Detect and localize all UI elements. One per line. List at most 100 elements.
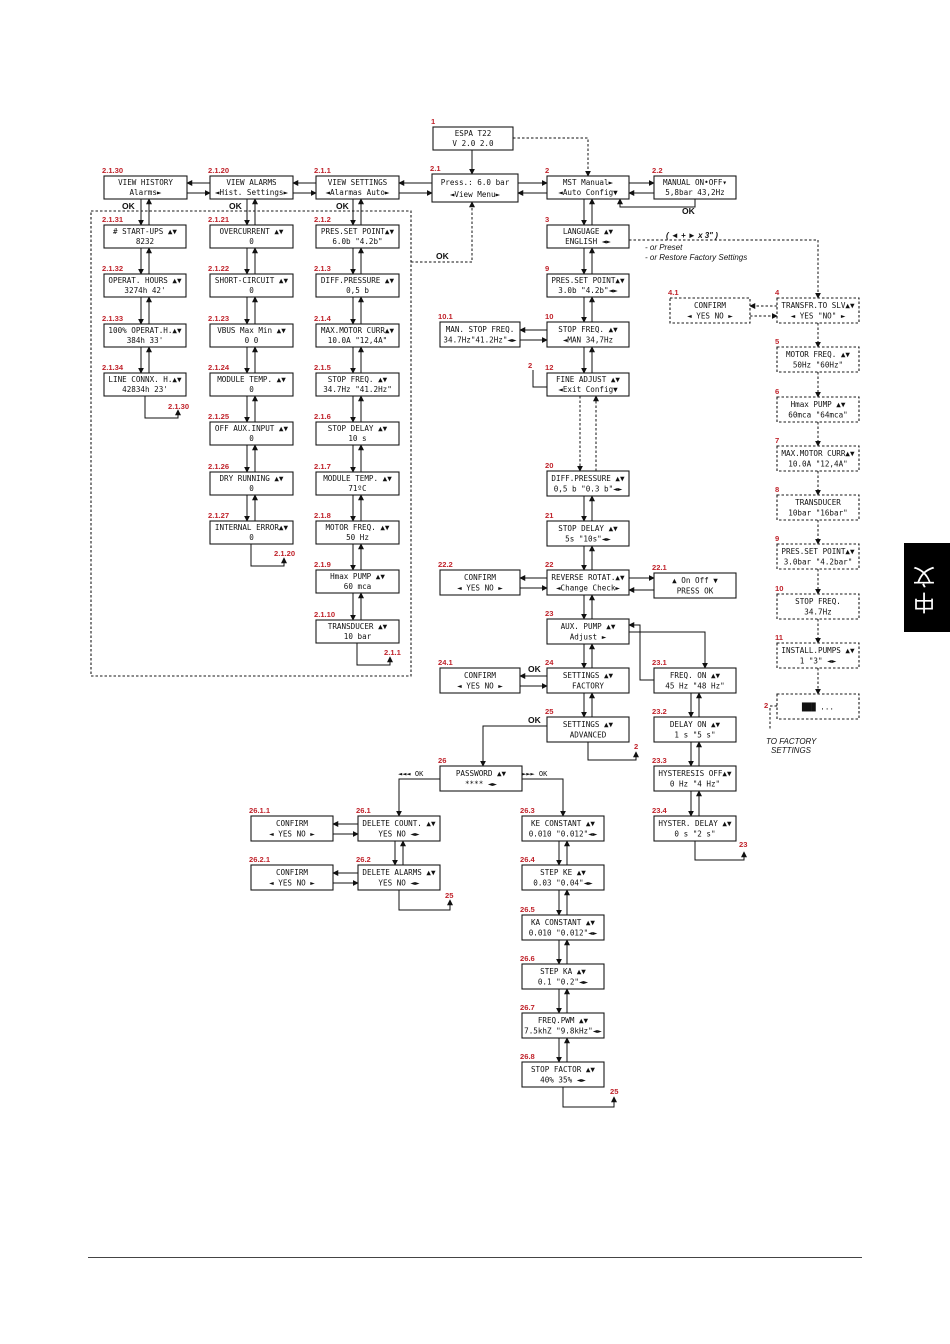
- menu-line-2: Adjust ►: [570, 633, 607, 642]
- menu-number-label: 26.7: [520, 1003, 535, 1012]
- menu-box-frame: [250, 864, 334, 891]
- menu-line-2: 0: [249, 237, 254, 246]
- menu-line-2: ◄Hist. Settings►: [215, 188, 289, 197]
- menu-line-1: FREQ. ON ▲▼: [670, 671, 721, 680]
- menu-line-1: MST Manual►: [563, 178, 614, 187]
- menu-line-1: PRES.SET POINT▲▼: [781, 547, 855, 556]
- menu-box-frame: [209, 224, 294, 249]
- menu-line-1: Press.: 6.0 bar: [441, 178, 510, 187]
- menu-box-frame: [103, 224, 187, 249]
- menu-line-1: VBUS Max Min ▲▼: [217, 326, 286, 335]
- wizard-box-w12: ███ ...: [776, 693, 860, 720]
- menu-line-1: SETTINGS ▲▼: [563, 671, 614, 680]
- view-menu-enclosure: [90, 210, 412, 677]
- loop-ref-label: 2.1.20: [274, 549, 295, 558]
- menu-line-2: 60mca "64mca": [788, 411, 847, 420]
- ok-label: OK: [336, 201, 350, 211]
- menu-box-b2131: 2.1.31# START-UPS ▲▼8232: [102, 215, 187, 249]
- menu-line-1: MAN. STOP FREQ.: [446, 325, 515, 334]
- menu-number-label: 26.2.1: [249, 855, 271, 864]
- menu-box-frame: [209, 323, 294, 348]
- menu-line-2: 5s "10s"◄►: [565, 535, 611, 544]
- menu-line-1: DELETE COUNT. ▲▼: [362, 819, 436, 828]
- menu-box-frame: [653, 572, 737, 599]
- menu-line-2: 0: [249, 286, 254, 295]
- menu-box-frame: [521, 963, 605, 990]
- menu-line-2: ADVANCED: [570, 731, 607, 740]
- menu-line-2: 1 "3" ◄►: [800, 657, 837, 666]
- menu-line-2: 0,5 b "0.3 b"◄►: [554, 485, 623, 494]
- menu-line-2: V 2.0 2.0: [452, 139, 494, 148]
- menu-box-frame: [439, 667, 521, 694]
- menu-line-2: ◄Alarmas Auto►: [325, 188, 389, 197]
- menu-number-label: 10: [545, 312, 553, 321]
- menu-line-1: # START-UPS ▲▼: [113, 227, 177, 236]
- language-tab: 中文: [904, 543, 950, 632]
- menu-number-label: 5: [775, 337, 780, 346]
- menu-box-frame: [209, 520, 294, 545]
- connector-arrow: [522, 778, 566, 817]
- menu-box-frame: [250, 815, 334, 842]
- menu-number-label: 2.1.21: [208, 215, 230, 224]
- menu-line-1: FREQ.PWM ▲▼: [538, 1016, 589, 1025]
- menu-line-1: KA CONSTANT ▲▼: [531, 918, 595, 927]
- menu-line-1: Hmax PUMP ▲▼: [791, 400, 846, 409]
- menu-number-label: 2.1.23: [208, 314, 229, 323]
- ok-label: OK: [682, 206, 696, 216]
- menu-line-1: VIEW SETTINGS: [328, 178, 388, 187]
- connector-arrow: [144, 396, 181, 419]
- connector-arrow: [694, 841, 747, 861]
- menu-line-1: STEP KE ▲▼: [540, 868, 586, 877]
- footer-rule: [88, 1257, 862, 1258]
- menu-box-frame: [521, 1012, 605, 1039]
- loop-ref-label: 25: [445, 891, 454, 900]
- menu-number-label: 22: [545, 560, 553, 569]
- restore-factory-note: - or Restore Factory Settings: [645, 253, 747, 262]
- menu-line-1: Hmax PUMP ▲▼: [330, 572, 385, 581]
- menu-line-2: **** ◄►: [465, 780, 497, 789]
- menu-line-2: 45 Hz "48 Hz": [665, 682, 724, 691]
- connector-arrow: [356, 643, 393, 666]
- menu-number-label: 7: [775, 436, 779, 445]
- menu-line-1: FINE ADJUST ▲▼: [556, 375, 620, 384]
- menu-line-2: 10.0A "12,4A": [328, 336, 387, 345]
- menu-line-2: 5,8bar 43,2Hz: [665, 188, 724, 197]
- menu-number-label: 2.1.32: [102, 264, 123, 273]
- menu-line-1: MODULE TEMP. ▲▼: [217, 375, 286, 384]
- menu-number-label: 26.1: [356, 806, 372, 815]
- menu-number-label: 10: [775, 584, 783, 593]
- menu-line-2: 0: [249, 434, 254, 443]
- menu-line-2: ◄View Menu►: [450, 190, 501, 199]
- to-factory-note: SETTINGS: [771, 746, 812, 755]
- menu-line-2: PRESS OK: [677, 587, 714, 596]
- menu-box-frame: [315, 372, 400, 397]
- menu-line-2: ◄ YES NO ►: [269, 879, 315, 888]
- menu-number-label: 23.2: [652, 707, 667, 716]
- connector-arrow: [769, 705, 777, 730]
- menu-box-frame: [653, 175, 737, 200]
- menu-line-2: YES NO ◄►: [378, 879, 420, 888]
- connector-arrow: [587, 742, 639, 761]
- menu-box-frame: [653, 765, 737, 792]
- menu-number-label: 2.1.22: [208, 264, 229, 273]
- menu-box-frame: [103, 372, 187, 397]
- menu-line-1: INTERNAL ERROR▲▼: [215, 523, 289, 532]
- menu-number-label: 9: [775, 534, 779, 543]
- menu-line-1: LANGUAGE ▲▼: [563, 227, 614, 236]
- connector-arrow: [411, 201, 475, 263]
- menu-line-2: 0: [249, 484, 254, 493]
